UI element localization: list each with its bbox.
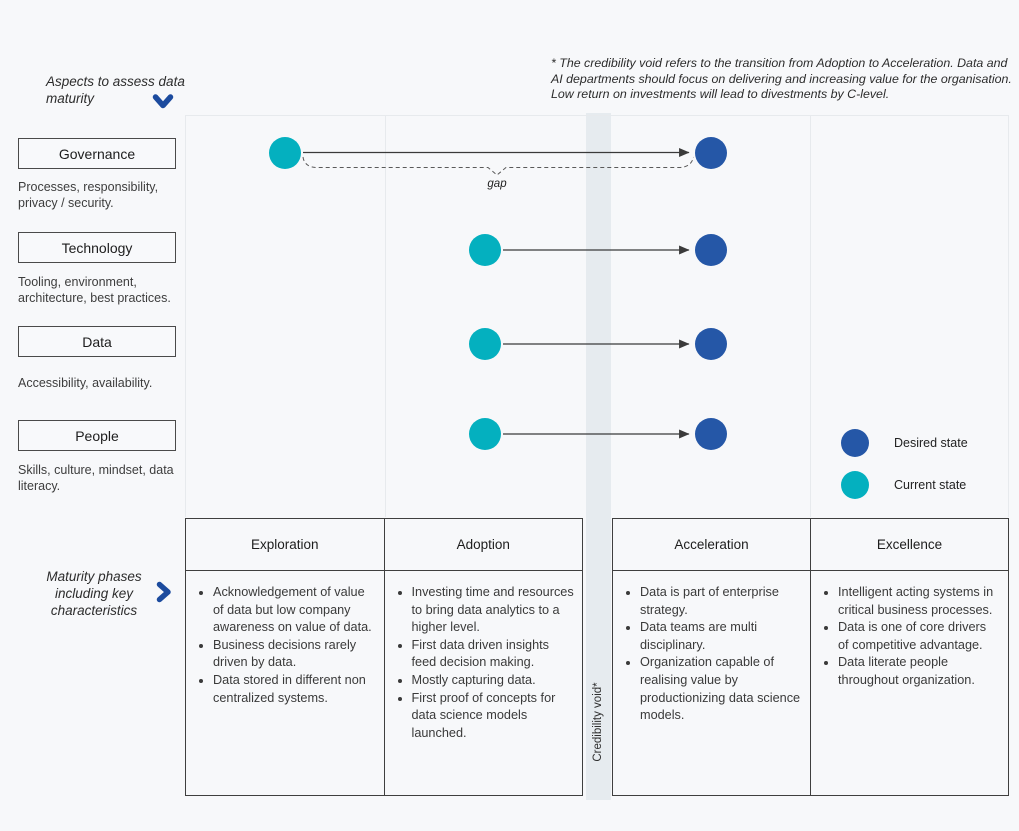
aspect-box-data: Data (18, 326, 176, 357)
footnote-line: AI departments should focus on deliverin… (551, 71, 1012, 86)
bullet: Data literate people throughout organiza… (838, 654, 1000, 689)
gridlines (185, 115, 1009, 517)
phase-col-acceleration: Acceleration Data is part of enterprise … (613, 519, 811, 795)
governance-current-dot (269, 137, 301, 169)
aspect-desc-governance: Processes, responsibility, privacy / sec… (18, 180, 159, 210)
aspect-box-governance: Governance (18, 138, 176, 169)
bullet: Acknowledgement of value of data but low… (213, 584, 376, 637)
governance-desired-dot (695, 137, 727, 169)
chevron-right-icon (156, 581, 171, 603)
gap-label: gap (487, 178, 507, 190)
people-desired-dot (695, 418, 727, 450)
bullet: Data is part of enterprise strategy. (640, 584, 802, 619)
maturity-chart: gap (185, 115, 1009, 517)
aspects-heading: Aspects to assess data maturity (46, 74, 185, 106)
bullet: Data stored in different non centralized… (213, 672, 376, 707)
technology-desired-dot (695, 234, 727, 266)
bullet: Organization capable of realising value … (640, 654, 802, 724)
gap-brace (302, 156, 694, 176)
phase-body-excellence: Intelligent acting systems in critical b… (811, 571, 1008, 795)
bullet: Intelligent acting systems in critical b… (838, 584, 1000, 619)
phase-header-excellence: Excellence (811, 519, 1008, 571)
credibility-void-band (586, 113, 611, 800)
bullet: Data is one of core drivers of competiti… (838, 619, 1000, 654)
aspect-desc-people: Skills, culture, mindset, data literacy. (18, 463, 174, 493)
phase-col-exploration: Exploration Acknowledgement of value of … (186, 519, 385, 795)
data-desired-dot (695, 328, 727, 360)
aspect-box-people: People (18, 420, 176, 451)
bullet: First proof of concepts for data science… (412, 690, 575, 743)
phase-header-acceleration: Acceleration (613, 519, 810, 571)
desired-state-label: Desired state (894, 436, 968, 450)
phase-body-exploration: Acknowledgement of value of data but low… (186, 571, 384, 795)
bullet: Mostly capturing data. (412, 672, 575, 690)
aspect-desc-data: Accessibility, availability. (18, 376, 153, 390)
bullet: Investing time and resources to bring da… (412, 584, 575, 637)
current-state-dot (841, 471, 869, 499)
phase-header-exploration: Exploration (186, 519, 384, 571)
current-state-label: Current state (894, 478, 967, 492)
phase-col-adoption: Adoption Investing time and resources to… (384, 519, 583, 795)
aspect-desc-technology: Tooling, environment, architecture, best… (18, 275, 171, 305)
phase-col-excellence: Excellence Intelligent acting systems in… (811, 519, 1008, 795)
phase-body-acceleration: Data is part of enterprise strategy. Dat… (613, 571, 810, 795)
phase-table-right: Acceleration Data is part of enterprise … (612, 518, 1009, 796)
bullet: First data driven insights feed decision… (412, 637, 575, 672)
data-current-dot (469, 328, 501, 360)
technology-current-dot (469, 234, 501, 266)
phase-body-adoption: Investing time and resources to bring da… (385, 571, 583, 795)
maturity-heading: Maturity phases including key characteri… (46, 569, 142, 618)
bullet: Data teams are multi disciplinary. (640, 619, 802, 654)
credibility-void-label: Credibility void* (592, 682, 604, 762)
aspect-box-technology: Technology (18, 232, 176, 263)
footnote-line: * The credibility void refers to the tra… (551, 56, 1008, 70)
footnote: * The credibility void refers to the tra… (551, 56, 1019, 103)
bullet: Business decisions rarely driven by data… (213, 637, 376, 672)
desired-state-dot (841, 429, 869, 457)
footnote-line: Low return on investments will lead to d… (551, 87, 890, 102)
phase-header-adoption: Adoption (384, 519, 582, 571)
phase-table-left: Exploration Acknowledgement of value of … (185, 518, 583, 796)
chevron-down-icon (152, 94, 174, 109)
people-current-dot (469, 418, 501, 450)
